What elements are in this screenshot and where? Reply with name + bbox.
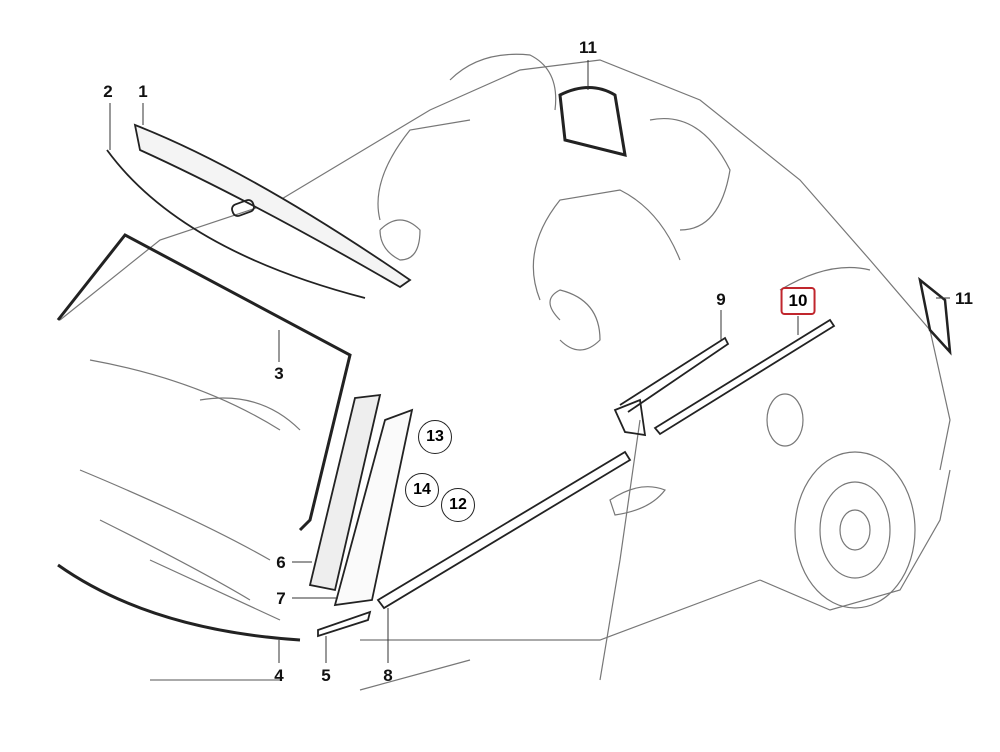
part-3-seal <box>56 233 352 532</box>
label-5: 5 <box>321 666 331 685</box>
label-11-right: 11 <box>955 289 973 308</box>
label-2: 2 <box>103 82 113 101</box>
label-13-circled: 13 <box>418 420 452 454</box>
label-6: 6 <box>276 553 286 572</box>
label-10-highlighted[interactable]: 10 <box>780 287 816 315</box>
part-7-cover <box>333 408 414 607</box>
label-11-top: 11 <box>579 38 597 57</box>
part-8-sill <box>376 450 632 610</box>
part-9-bracket <box>613 398 647 437</box>
part-11-window <box>558 86 627 158</box>
part-1-latch <box>231 199 255 217</box>
label-14-circled: 14 <box>405 473 439 507</box>
label-3: 3 <box>274 364 284 383</box>
leader-lines <box>109 60 950 663</box>
label-4: 4 <box>274 666 284 685</box>
label-1: 1 <box>138 82 148 101</box>
part-10-strip <box>653 318 836 436</box>
label-8: 8 <box>383 666 393 685</box>
part-11-right <box>918 276 952 356</box>
part-1-cover <box>133 123 412 289</box>
part-6-pillar <box>308 393 382 592</box>
label-9: 9 <box>716 290 726 309</box>
part-5-trim <box>317 610 372 638</box>
car-body-outline <box>59 53 951 691</box>
parts <box>56 86 952 642</box>
part-9-seal <box>619 336 730 413</box>
label-7: 7 <box>276 589 286 608</box>
part-2-strip <box>106 149 366 299</box>
label-12-circled: 12 <box>441 488 475 522</box>
part-4-strip <box>57 563 301 642</box>
